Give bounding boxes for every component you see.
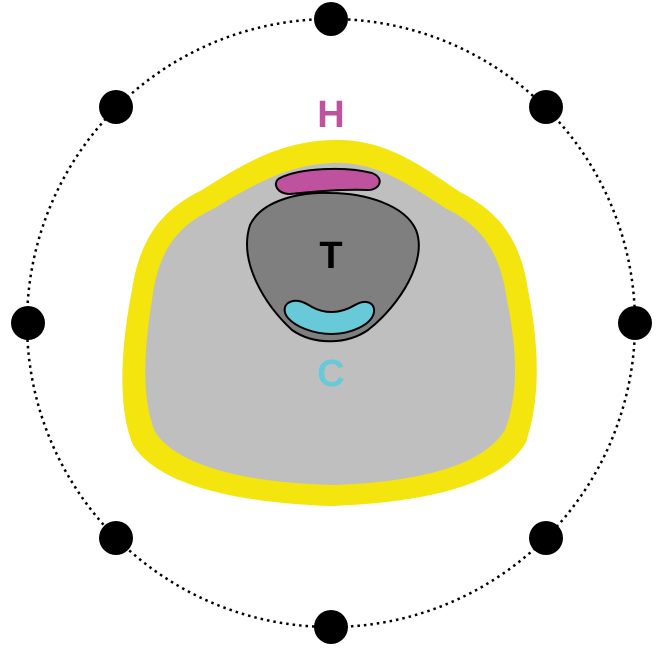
label-bottom: C bbox=[317, 353, 344, 395]
orbit-dot-left bbox=[11, 306, 45, 340]
label-top: H bbox=[317, 94, 344, 136]
orbit-dot-bottom-right bbox=[529, 521, 563, 555]
orbit-dot-top-left bbox=[99, 90, 133, 124]
label-center: T bbox=[319, 235, 342, 277]
orbit-dot-bottom bbox=[314, 610, 348, 644]
orbit-dot-top-right bbox=[529, 90, 563, 124]
orbit-dot-bottom-left bbox=[99, 521, 133, 555]
orbit-dot-right bbox=[618, 306, 652, 340]
orbit-dot-top bbox=[314, 2, 348, 36]
